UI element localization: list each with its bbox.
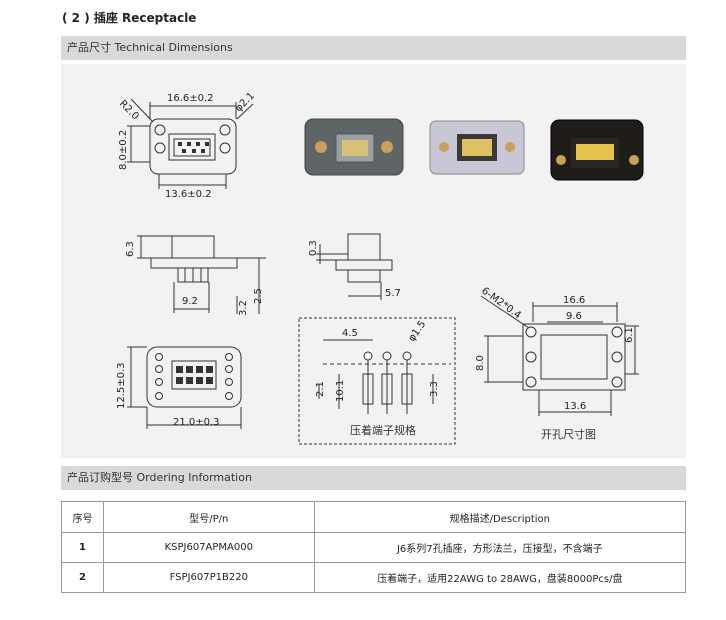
row-description: 压着端子，适用22AWG to 28AWG，盘装8000Pcs/盘 [313, 562, 687, 593]
row-part-number: KSPJ607APMA000 [102, 532, 315, 563]
header-description: 规格描述/Description [313, 501, 687, 533]
dim-bottom-width: 21.0±0.3 [173, 417, 220, 428]
row-index: 2 [61, 562, 104, 593]
connector-photo-3 [550, 119, 644, 181]
dim-bottom-height: 12.5±0.3 [116, 362, 127, 409]
dim-front-height: 8.0±0.2 [118, 130, 129, 170]
dim-cutout-height: 8.0 [475, 355, 486, 371]
side-view-2 [316, 233, 393, 300]
dim-side-depth-a: 3.2 [238, 300, 249, 316]
dim-side2-height: 0.3 [308, 240, 319, 256]
technical-dimensions-bar: 产品尺寸 Technical Dimensions [61, 36, 686, 60]
dim-cutout-bottom-width: 13.6 [564, 401, 586, 412]
terminal-caption: 压着端子规格 [350, 423, 416, 437]
front-view [127, 98, 254, 189]
front-view-pins [178, 142, 209, 153]
section-heading: ( 2 ) 插座 Receptacle [62, 11, 197, 25]
dim-front-top-width: 16.6±0.2 [167, 93, 214, 104]
dim-terminal-pitch: 4.5 [342, 328, 358, 339]
bottom-view [127, 346, 242, 429]
cutout-drawing [480, 295, 639, 416]
cutout-caption: 开孔尺寸图 [541, 427, 596, 441]
dim-cutout-outer-width: 16.6 [563, 295, 585, 306]
header-part-number: 型号/P/n [102, 501, 315, 533]
dim-cutout-inner-width: 9.6 [566, 311, 582, 322]
table-row: 2 FSPJ607P1B220 压着端子，适用22AWG to 28AWG，盘装… [61, 562, 687, 593]
dim-terminal-len-a: 2.1 [315, 381, 326, 397]
row-description: J6系列7孔插座，方形法兰，压接型，不含端子 [313, 532, 687, 563]
dim-terminal-len-b: 10.1 [335, 380, 346, 402]
bottom-view-pins [176, 366, 213, 384]
dim-terminal-len-c: 3.3 [429, 381, 440, 397]
ordering-table: 序号 型号/P/n 规格描述/Description 1 KSPJ607APMA… [61, 501, 687, 593]
row-index: 1 [61, 532, 104, 563]
dimension-drawing: 16.6±0.2 R2.0 φ2.1 8.0±0.2 13.6±0.2 6.3 … [116, 90, 644, 445]
header-index: 序号 [61, 501, 104, 533]
terminal-spec [298, 317, 456, 445]
row-part-number: FSPJ607P1B220 [102, 562, 315, 593]
dim-cutout-holes: 6-M2*0.4 [479, 286, 523, 322]
dim-front-bottom-width: 13.6±0.2 [165, 189, 212, 200]
dim-side2-width: 5.7 [385, 288, 401, 299]
dim-side-width: 9.2 [182, 296, 198, 307]
dim-side-depth-b: 2.5 [253, 288, 264, 304]
dim-cutout-right-height: 6.1 [624, 327, 635, 343]
dim-front-hole: φ2.1 [233, 90, 257, 114]
dim-front-radius: R2.0 [117, 98, 141, 122]
ordering-information-bar: 产品订购型号 Ordering Information [61, 466, 686, 490]
dim-side-height: 6.3 [125, 241, 136, 257]
dimension-drawing-panel: 16.6±0.2 R2.0 φ2.1 8.0±0.2 13.6±0.2 6.3 … [61, 64, 686, 458]
table-row: 1 KSPJ607APMA000 J6系列7孔插座，方形法兰，压接型，不含端子 [61, 532, 687, 563]
connector-photo-2 [429, 120, 525, 175]
table-header-row: 序号 型号/P/n 规格描述/Description [61, 501, 687, 533]
side-view [137, 235, 266, 314]
dim-terminal-dia: φ1.5 [406, 319, 428, 344]
connector-photo-1 [304, 118, 404, 176]
